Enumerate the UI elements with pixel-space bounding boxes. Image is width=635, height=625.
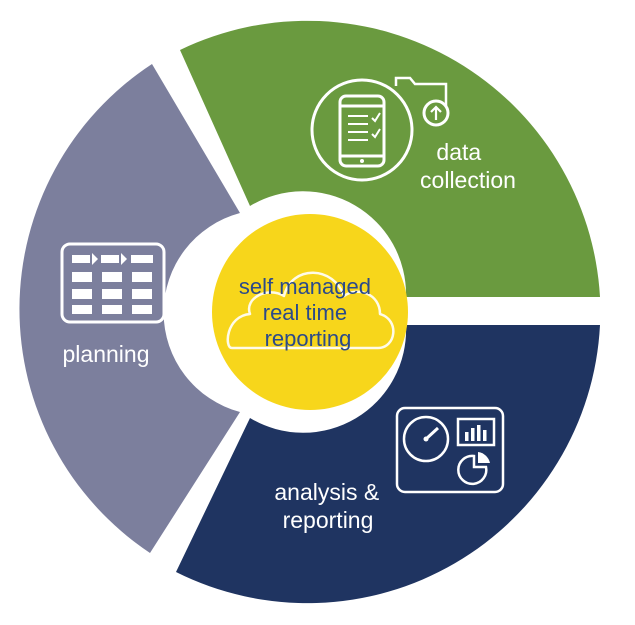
planning-label: planning — [63, 341, 150, 367]
svg-text:planning: planning — [63, 341, 150, 367]
svg-text:self managed real time: self managed real time reporting — [239, 274, 377, 351]
svg-text:data collection: data collection — [420, 139, 516, 193]
cloud-icon — [226, 271, 395, 350]
analysis-label-line-2: reporting — [283, 507, 374, 533]
mobile-upload-icon — [310, 76, 450, 182]
analysis-label-line-1: analysis & — [274, 479, 379, 505]
data-collection-label-line-1: data — [436, 139, 481, 165]
dashboard-icon — [395, 406, 505, 494]
svg-text:analysis & reporting: analysis & reporting — [274, 479, 385, 533]
center-circle — [212, 214, 408, 410]
planning-segment — [19, 64, 241, 553]
center-line-3: reporting — [265, 326, 352, 351]
analysis-reporting-segment — [176, 325, 600, 604]
center-line-2: real time — [263, 300, 347, 325]
data-collection-label-line-2: collection — [420, 167, 516, 193]
center-line-1: self managed — [239, 274, 371, 299]
planning-grid-icon — [60, 242, 166, 324]
data-collection-segment — [180, 20, 600, 298]
